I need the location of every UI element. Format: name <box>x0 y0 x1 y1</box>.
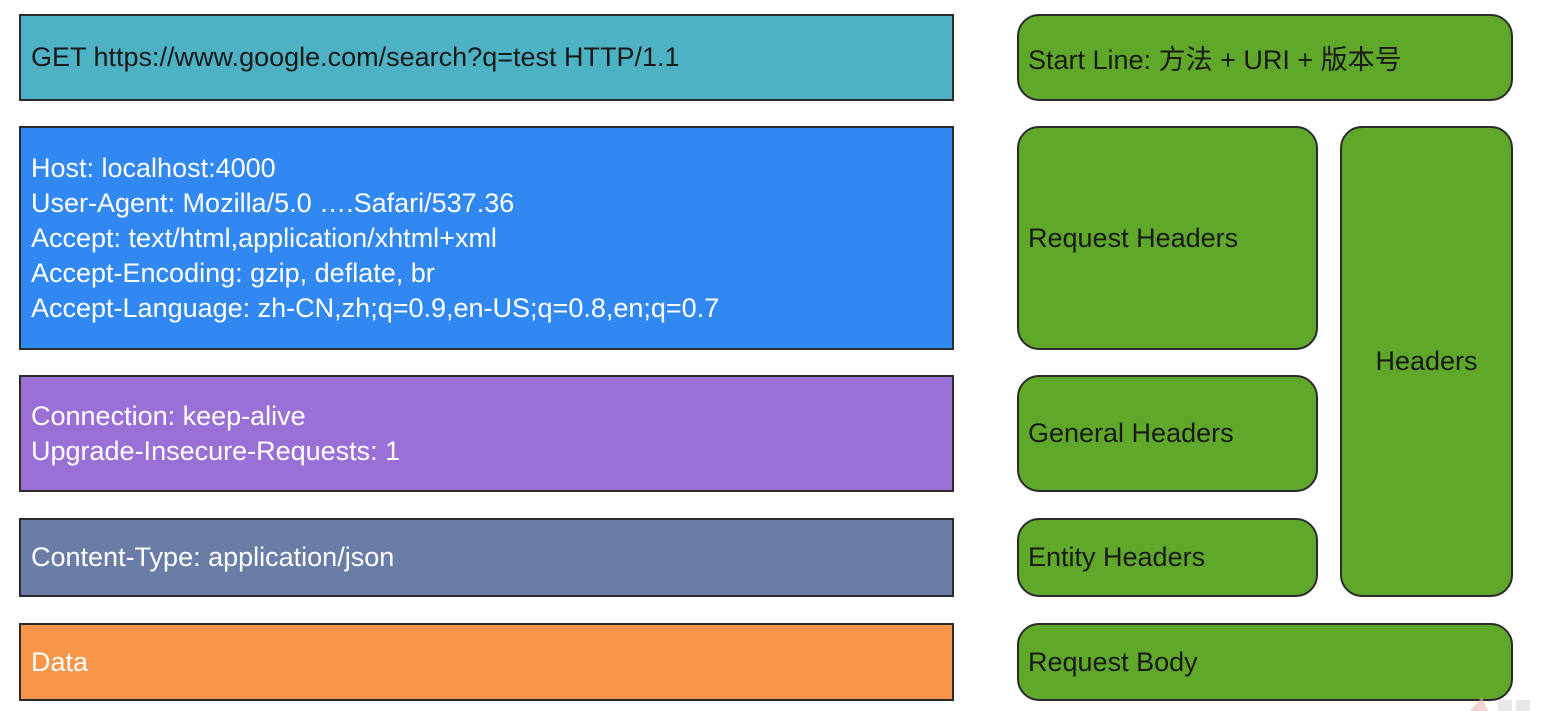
request-headers-label: Request Headers <box>1017 126 1318 350</box>
start-line-label: Start Line: 方法 + URI + 版本号 <box>1017 14 1513 101</box>
entity-headers-label-text: Entity Headers <box>1028 542 1206 572</box>
general-headers-label-text: General Headers <box>1028 418 1234 448</box>
request-header-line: User-Agent: Mozilla/5.0 ….Safari/537.36 <box>31 187 515 218</box>
general-header-line: Connection: keep-alive <box>31 400 306 431</box>
entity-headers-label: Entity Headers <box>1017 518 1318 597</box>
general-headers-block: Connection: keep-alive Upgrade-Insecure-… <box>19 375 954 492</box>
start-line-block: GET https://www.google.com/search?q=test… <box>19 14 954 101</box>
request-header-line: Host: localhost:4000 <box>31 152 276 183</box>
request-body-label: Request Body <box>1017 623 1513 701</box>
watermark-logo <box>1448 692 1541 711</box>
headers-group-label-text: Headers <box>1375 346 1478 376</box>
general-header-line: Upgrade-Insecure-Requests: 1 <box>31 435 401 466</box>
request-header-line: Accept-Language: zh-CN,zh;q=0.9,en-US;q=… <box>31 292 720 323</box>
start-line-text: GET https://www.google.com/search?q=test… <box>31 42 680 72</box>
request-body-text: Data <box>31 646 89 677</box>
request-body-label-text: Request Body <box>1028 646 1198 677</box>
headers-group-label: Headers <box>1340 126 1513 597</box>
start-line-label-text: Start Line: 方法 + URI + 版本号 <box>1028 45 1402 75</box>
request-header-line: Accept-Encoding: gzip, deflate, br <box>31 257 435 288</box>
entity-header-line: Content-Type: application/json <box>31 542 395 572</box>
request-headers-label-text: Request Headers <box>1028 222 1239 253</box>
general-headers-label: General Headers <box>1017 375 1318 492</box>
entity-headers-block: Content-Type: application/json <box>19 518 954 597</box>
request-body-block: Data <box>19 623 954 701</box>
request-header-line: Accept: text/html,application/xhtml+xml <box>31 222 497 253</box>
request-headers-block: Host: localhost:4000 User-Agent: Mozilla… <box>19 126 954 350</box>
